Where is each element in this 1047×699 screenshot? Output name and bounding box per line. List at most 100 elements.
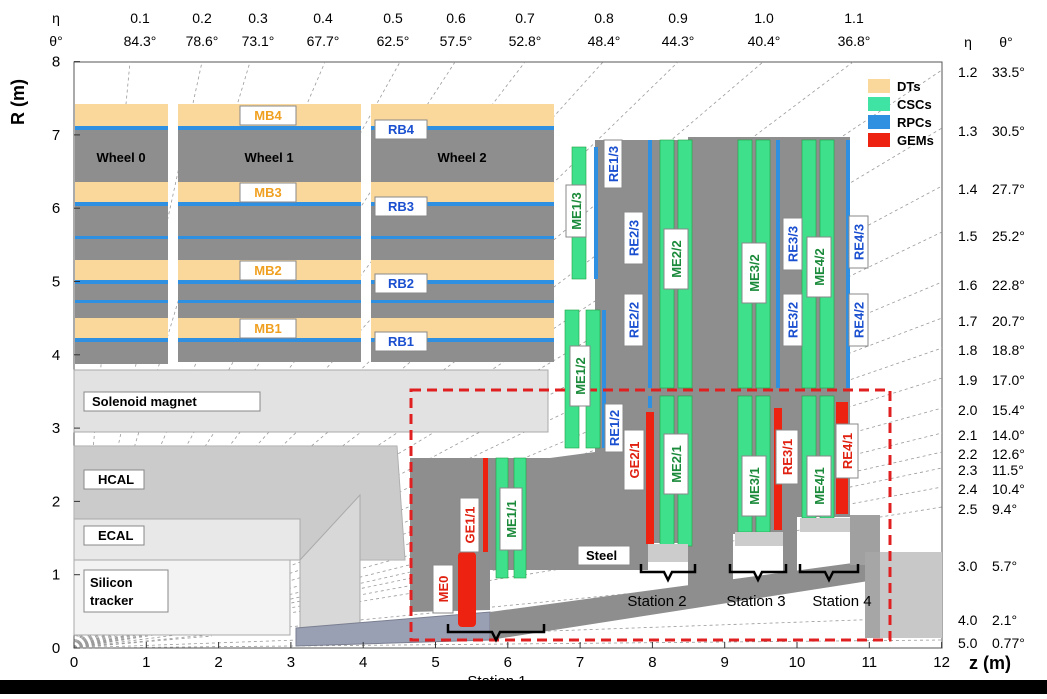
x-tick-label: 7: [576, 654, 584, 671]
y-tick-label: 8: [52, 54, 60, 71]
rpc-strip: [75, 202, 168, 206]
rb4-label: RB4: [388, 122, 415, 137]
right-eta-symbol: η: [964, 34, 972, 50]
top-theta-symbol: θ°: [49, 33, 62, 49]
upgrade-region-box: [409, 388, 892, 642]
x-tick-label: 8: [648, 654, 656, 671]
mb-label-box: [239, 318, 297, 339]
me21-label: ME2/1: [669, 445, 684, 483]
rb-label-box: [374, 119, 428, 140]
tracker-label-box: [83, 569, 169, 613]
right-eta-value: 2.4: [958, 481, 978, 497]
re31-label-box: [775, 429, 799, 485]
station3-label: Station 3: [726, 593, 785, 610]
mb-label-box: [239, 105, 297, 126]
steel-label-box: [577, 545, 631, 566]
re32-label-box: [782, 293, 803, 347]
x-tick-label: 4: [359, 654, 367, 671]
top-theta-value: 48.4°: [588, 33, 621, 49]
x-tick-label: 6: [504, 654, 512, 671]
re41-label: RE4/1: [840, 433, 855, 469]
rpc-chamber: [602, 310, 606, 448]
re12-label-box: [604, 403, 624, 453]
x-tick-label: 3: [287, 654, 295, 671]
re32-label: RE3/2: [786, 302, 801, 338]
rpc-strip: [371, 236, 554, 239]
rpc-strip: [75, 236, 168, 239]
station2-label: Station 2: [627, 593, 686, 610]
right-theta-value: 22.8°: [992, 277, 1025, 293]
rpc-strip: [75, 338, 168, 342]
right-eta-value: 1.5: [958, 228, 978, 244]
right-theta-value: 9.4°: [992, 501, 1017, 517]
me0-label-box: [432, 564, 454, 614]
right-theta-value: 5.7°: [992, 558, 1017, 574]
ecal-label: ECAL: [98, 528, 133, 543]
y-tick-label: 4: [52, 347, 60, 364]
me32-label-box: [741, 242, 767, 304]
y-tick-label: 6: [52, 200, 60, 217]
gem-chamber: [646, 412, 654, 544]
me31-label: ME3/1: [747, 467, 762, 505]
re43-label: RE4/3: [852, 224, 867, 260]
me41-label: ME4/1: [812, 467, 827, 505]
legend-swatch-dts: [868, 79, 890, 93]
rpc-strip: [178, 126, 361, 130]
rb-label-box: [374, 331, 428, 352]
eta-line: [73, 231, 943, 649]
right-eta-value: 1.4: [958, 181, 978, 197]
y-tick-label: 7: [52, 127, 60, 144]
x-tick-label: 1: [142, 654, 150, 671]
rb-label-box: [374, 273, 428, 294]
top-theta-value: 44.3°: [662, 33, 695, 49]
gem-chamber: [483, 458, 488, 552]
rb-label-box: [374, 196, 428, 217]
rpc-strip: [178, 202, 361, 206]
mb3-label: MB3: [254, 185, 281, 200]
right-eta-value: 1.3: [958, 123, 978, 139]
mb-label-box: [239, 260, 297, 281]
wheel-0-label: Wheel 0: [96, 150, 145, 165]
right-eta-value: 4.0: [958, 612, 978, 628]
right-theta-value: 12.6°: [992, 446, 1025, 462]
right-theta-value: 17.0°: [992, 372, 1025, 388]
mb1-label: MB1: [254, 321, 281, 336]
re22-label-box: [623, 293, 644, 347]
re23-label-box: [623, 211, 644, 265]
top-theta-value: 84.3°: [124, 33, 157, 49]
hcal-label-box: [83, 469, 145, 490]
y-tick-label: 3: [52, 420, 60, 437]
top-theta-value: 40.4°: [748, 33, 781, 49]
re33-label: RE3/3: [786, 226, 801, 262]
top-theta-value: 62.5°: [377, 33, 410, 49]
tracker-label-2: tracker: [90, 593, 133, 608]
re22-label: RE2/2: [627, 302, 642, 338]
right-eta-value: 3.0: [958, 558, 978, 574]
solenoid-label-box: [83, 391, 261, 412]
right-eta-value: 1.2: [958, 64, 978, 80]
right-theta-value: 10.4°: [992, 481, 1025, 497]
re42-label: RE4/2: [852, 302, 867, 338]
right-eta-value: 1.6: [958, 277, 978, 293]
right-theta-value: 15.4°: [992, 402, 1025, 418]
x-tick-label: 9: [721, 654, 729, 671]
rpc-strip: [371, 338, 554, 342]
rpc-strip: [371, 300, 554, 303]
right-theta-symbol: θ°: [999, 34, 1012, 50]
right-eta-value: 5.0: [958, 635, 978, 651]
top-eta-value: 0.8: [594, 10, 614, 26]
re33-label-box: [782, 217, 803, 271]
rpc-strip: [178, 338, 361, 342]
rpc-strip: [371, 126, 554, 130]
wheel-2-label: Wheel 2: [437, 150, 486, 165]
rpc-chamber: [846, 140, 850, 388]
station3-brace: [728, 564, 788, 583]
right-eta-value: 2.2: [958, 446, 978, 462]
rpc-strip: [75, 280, 168, 284]
me42-label-box: [806, 236, 832, 298]
station4-brace: [798, 564, 860, 583]
dt-chamber: [75, 104, 168, 130]
legend-label-2: RPCs: [897, 115, 932, 130]
